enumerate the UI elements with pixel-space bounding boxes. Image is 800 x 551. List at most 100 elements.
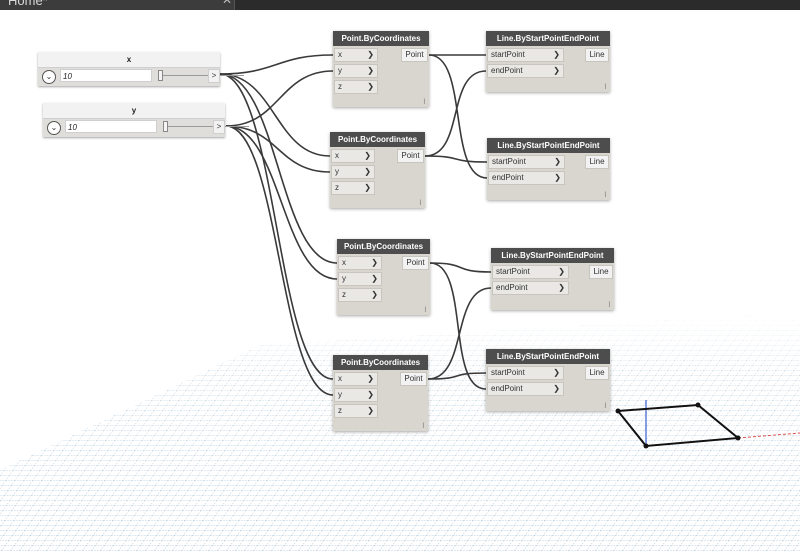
preview-point <box>643 443 649 449</box>
port-label: x <box>335 151 339 160</box>
preview-point <box>695 402 701 408</box>
port-label: startPoint <box>496 267 530 276</box>
input-port-endpoint[interactable]: endPoint ❯ <box>487 64 564 78</box>
grid-fade <box>0 312 800 551</box>
input-port-x[interactable]: x❯ <box>331 149 375 163</box>
port-label: y <box>342 274 346 283</box>
output-port-line[interactable]: Line <box>589 265 613 279</box>
port-arrow-icon: ❯ <box>367 406 374 415</box>
preview-point <box>615 408 621 414</box>
input-port-startpoint[interactable]: startPoint❯ <box>492 265 569 279</box>
input-port-x[interactable]: x❯ <box>338 256 382 270</box>
input-port-y[interactable]: y❯ <box>338 272 382 286</box>
port-arrow-icon: ❯ <box>554 173 561 182</box>
node-title: Point.ByCoordinates <box>337 239 430 254</box>
input-port-startpoint[interactable]: startPoint ❯ <box>487 366 564 380</box>
slider-track[interactable] <box>163 126 249 127</box>
port-arrow-icon: ❯ <box>553 384 560 393</box>
port-arrow-icon: ❯ <box>367 82 374 91</box>
close-icon[interactable]: ✕ <box>222 0 233 7</box>
port-arrow-icon: ❯ <box>367 66 374 75</box>
port-label: z <box>338 82 342 91</box>
input-port-x[interactable]: x❯ <box>334 372 378 386</box>
port-arrow-icon: ❯ <box>553 50 560 59</box>
port-arrow-icon: ❯ <box>371 274 378 283</box>
port-arrow-icon: ❯ <box>371 290 378 299</box>
expand-icon[interactable]: ⌄ <box>42 70 56 84</box>
point-node[interactable]: Point.ByCoordinates x❯ y❯ z❯ Point l <box>330 132 425 208</box>
node-title: Line.ByStartPointEndPoint <box>487 138 610 153</box>
port-arrow-icon: ❯ <box>553 368 560 377</box>
line-node[interactable]: Line.ByStartPointEndPoint startPoint ❯ en… <box>486 349 610 411</box>
input-port-startpoint[interactable]: startPoint❯ <box>488 155 565 169</box>
port-arrow-icon: ❯ <box>553 66 560 75</box>
port-label: startPoint <box>491 368 525 377</box>
input-port-startpoint[interactable]: startPoint ❯ <box>487 48 564 62</box>
line-node[interactable]: Line.ByStartPointEndPoint startPoint ❯ en… <box>486 31 610 92</box>
port-label: z <box>338 406 342 415</box>
slider-x-title: x <box>38 52 220 68</box>
lacing-indicator: l <box>604 403 606 410</box>
input-port-y[interactable]: y❯ <box>334 388 378 402</box>
output-port-line[interactable]: Line <box>585 366 609 380</box>
input-port-z[interactable]: z❯ <box>338 288 382 302</box>
port-label: y <box>338 66 342 75</box>
input-port-z[interactable]: z❯ <box>334 404 378 418</box>
port-label: endPoint <box>492 173 524 182</box>
input-port-endpoint[interactable]: endPoint ❯ <box>488 171 565 185</box>
input-port-endpoint[interactable]: endPoint❯ <box>492 281 569 295</box>
node-title: Line.ByStartPointEndPoint <box>486 31 610 46</box>
node-title: Line.ByStartPointEndPoint <box>486 349 610 364</box>
slider-thumb[interactable] <box>163 121 168 132</box>
slider-track[interactable] <box>158 75 244 76</box>
port-arrow-icon: ❯ <box>364 167 371 176</box>
output-port-point[interactable]: Point <box>400 372 427 386</box>
input-port-z[interactable]: z❯ <box>331 181 375 195</box>
port-label: startPoint <box>491 50 525 59</box>
output-port-line[interactable]: Line <box>585 155 609 169</box>
input-port-y[interactable]: y❯ <box>334 64 378 78</box>
point-node[interactable]: Point.ByCoordinates x❯ y❯ z❯ Point l <box>337 239 430 315</box>
port-arrow-icon: ❯ <box>364 183 371 192</box>
port-arrow-icon: ❯ <box>367 374 374 383</box>
preview-point <box>735 435 741 441</box>
point-node[interactable]: Point.ByCoordinates x❯ y❯ z❯ Point l <box>333 355 428 431</box>
expand-icon[interactable]: ⌄ <box>47 121 61 135</box>
lacing-indicator: l <box>604 84 606 91</box>
input-port-x[interactable]: x❯ <box>334 48 378 62</box>
line-node[interactable]: Line.ByStartPointEndPoint startPoint❯ en… <box>491 248 614 310</box>
input-port-y[interactable]: y❯ <box>331 165 375 179</box>
input-port-endpoint[interactable]: endPoint ❯ <box>487 382 564 396</box>
slider-y-value[interactable]: 10 <box>65 120 157 133</box>
node-title: Line.ByStartPointEndPoint <box>491 248 614 263</box>
lacing-indicator: l <box>604 192 606 199</box>
slider-y-output-port[interactable]: > <box>213 120 225 134</box>
tab-home[interactable]: Home* ✕ <box>0 0 235 10</box>
port-label: x <box>342 258 346 267</box>
slider-x-node[interactable]: x ⌄ 10 > <box>38 52 244 86</box>
output-port-line[interactable]: Line <box>585 48 609 62</box>
input-port-z[interactable]: z❯ <box>334 80 378 94</box>
slider-x-output-port[interactable]: > <box>208 69 220 83</box>
lacing-indicator: l <box>424 307 426 314</box>
lacing-indicator: l <box>608 302 610 309</box>
port-label: endPoint <box>491 384 523 393</box>
output-port-point[interactable]: Point <box>402 256 429 270</box>
node-title: Point.ByCoordinates <box>330 132 425 147</box>
point-node[interactable]: Point.ByCoordinates x❯ y❯ z❯ Point l <box>333 31 429 107</box>
port-arrow-icon: ❯ <box>371 258 378 267</box>
port-arrow-icon: ❯ <box>554 157 561 166</box>
port-label: endPoint <box>496 283 528 292</box>
output-port-point[interactable]: Point <box>397 149 424 163</box>
port-label: y <box>338 390 342 399</box>
port-label: y <box>335 167 339 176</box>
slider-y-title: y <box>43 103 225 119</box>
slider-thumb[interactable] <box>158 70 163 81</box>
output-port-point[interactable]: Point <box>401 48 428 62</box>
line-node[interactable]: Line.ByStartPointEndPoint startPoint❯ en… <box>487 138 610 200</box>
lacing-indicator: l <box>423 99 425 106</box>
port-label: endPoint <box>491 66 523 75</box>
slider-x-value[interactable]: 10 <box>60 69 152 82</box>
node-title: Point.ByCoordinates <box>333 355 428 370</box>
slider-y-node[interactable]: y ⌄ 10 > <box>43 103 249 137</box>
